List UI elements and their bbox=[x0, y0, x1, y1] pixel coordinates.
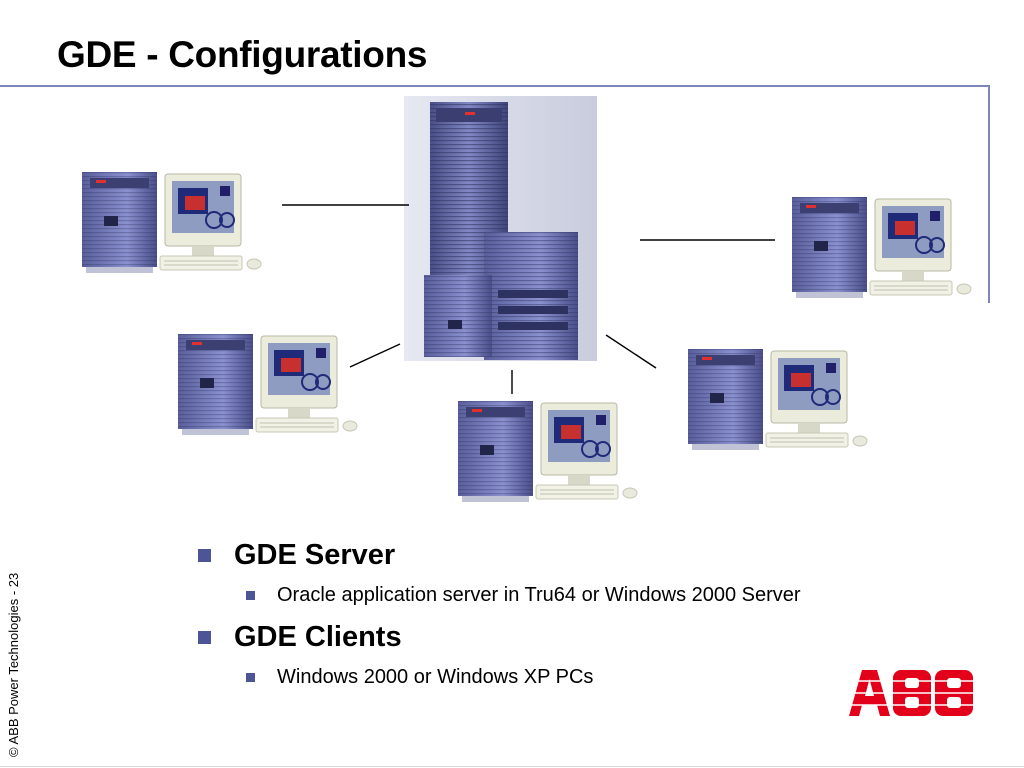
bullet-square-icon bbox=[198, 630, 211, 644]
bullet-heading: GDE Clients bbox=[234, 620, 402, 653]
bullet-gde-server: GDE Server bbox=[198, 536, 801, 574]
desktop-pc-icon bbox=[457, 400, 638, 503]
sub-bullet-clients-detail: Windows 2000 or Windows XP PCs bbox=[246, 664, 801, 690]
bullet-detail: Windows 2000 or Windows XP PCs bbox=[277, 665, 594, 688]
server-rack-icon bbox=[404, 96, 597, 361]
bullet-square-icon bbox=[246, 672, 255, 682]
sub-bullet-server-detail: Oracle application server in Tru64 or Wi… bbox=[246, 582, 801, 608]
desktop-pc-icon bbox=[81, 171, 262, 274]
desktop-pc-icon bbox=[791, 196, 972, 299]
frame-rule-right bbox=[988, 85, 990, 303]
network-diagram bbox=[81, 96, 972, 503]
abb-logo bbox=[849, 670, 973, 716]
copyright-text: © ABB Power Technologies - 23 bbox=[6, 572, 21, 757]
bullet-square-icon bbox=[246, 590, 255, 600]
bullet-heading: GDE Server bbox=[234, 538, 396, 571]
slide-title: GDE - Configurations bbox=[57, 34, 428, 75]
bottom-rule bbox=[0, 766, 1024, 767]
bullet-square-icon bbox=[198, 548, 211, 562]
desktop-pc-icon bbox=[687, 348, 868, 451]
bullet-list: GDE Server Oracle application server in … bbox=[198, 536, 801, 700]
desktop-pc-icon bbox=[177, 333, 358, 436]
bullet-detail: Oracle application server in Tru64 or Wi… bbox=[277, 583, 801, 606]
connection-lines bbox=[282, 204, 775, 394]
bullet-gde-clients: GDE Clients bbox=[198, 618, 801, 656]
title-rule bbox=[0, 85, 990, 87]
